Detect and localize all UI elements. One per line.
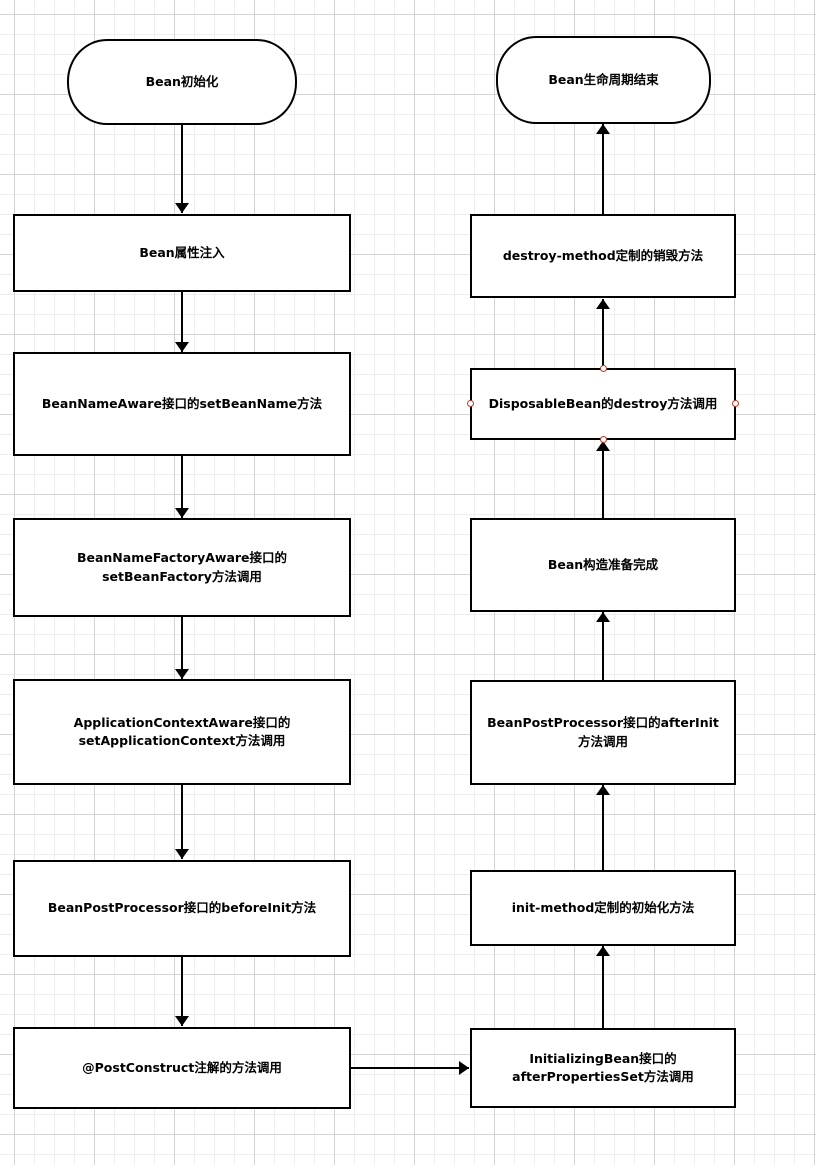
step-beanpostprocessor-beforeinit[interactable]: BeanPostProcessor接口的beforeInit方法 (13, 860, 351, 957)
node-label-line: DisposableBean的destroy方法调用 (488, 395, 718, 411)
step-postconstruct[interactable]: @PostConstruct注解的方法调用 (13, 1027, 351, 1109)
step-bean-construction-ready[interactable]: Bean构造准备完成 (470, 518, 736, 612)
node-label-line: setApplicationContext方法调用 (78, 733, 286, 748)
selection-handle-top[interactable] (600, 365, 607, 372)
step-applicationcontextaware-setapplicationcontext[interactable]: ApplicationContextAware接口的 setApplicatio… (13, 679, 351, 785)
node-label-line: init-method定制的初始化方法 (511, 899, 695, 915)
selection-handle-left[interactable] (467, 400, 474, 407)
step-beannameaware-setbeanname[interactable]: BeanNameAware接口的setBeanName方法 (13, 352, 351, 456)
end-node-bean-lifecycle-end[interactable]: Bean生命周期结束 (496, 36, 711, 124)
node-label-line: ApplicationContextAware接口的 (73, 714, 291, 730)
step-beanpostprocessor-afterinit[interactable]: BeanPostProcessor接口的afterInit 方法调用 (470, 680, 736, 785)
node-label-line: Bean初始化 (145, 73, 219, 89)
node-label-line: BeanPostProcessor接口的beforeInit方法 (47, 900, 317, 916)
node-label-line: @PostConstruct注解的方法调用 (82, 1059, 282, 1075)
step-initializingbean-afterpropertiesset[interactable]: InitializingBean接口的 afterPropertiesSet方法… (470, 1028, 736, 1108)
selection-handle-right[interactable] (732, 400, 739, 407)
node-label-line: Bean属性注入 (139, 244, 225, 260)
node-label-line: 方法调用 (577, 733, 628, 749)
node-label-line: setBeanFactory方法调用 (102, 568, 262, 584)
node-label-line: destroy-method定制的销毁方法 (502, 247, 704, 263)
node-label-line: InitializingBean接口的 (529, 1050, 677, 1066)
node-label-line: BeanNameAware接口的setBeanName方法 (41, 395, 323, 411)
step-disposablebean-destroy[interactable]: DisposableBean的destroy方法调用 (470, 368, 736, 440)
start-node-bean-init[interactable]: Bean初始化 (67, 39, 297, 125)
step-init-method[interactable]: init-method定制的初始化方法 (470, 870, 736, 946)
node-label-line: BeanNameFactoryAware接口的 (76, 550, 288, 566)
step-beannamefactoryaware-setbeanfactory[interactable]: BeanNameFactoryAware接口的 setBeanFactory方法… (13, 518, 351, 617)
step-bean-property-injection[interactable]: Bean属性注入 (13, 214, 351, 292)
step-destroy-method[interactable]: destroy-method定制的销毁方法 (470, 214, 736, 298)
node-label-line: Bean构造准备完成 (547, 556, 659, 572)
node-label-line: BeanPostProcessor接口的afterInit (487, 715, 719, 731)
node-label-line: Bean生命周期结束 (548, 71, 659, 87)
node-label-line: afterPropertiesSet方法调用 (512, 1069, 694, 1084)
selection-handle-bottom[interactable] (600, 436, 607, 443)
